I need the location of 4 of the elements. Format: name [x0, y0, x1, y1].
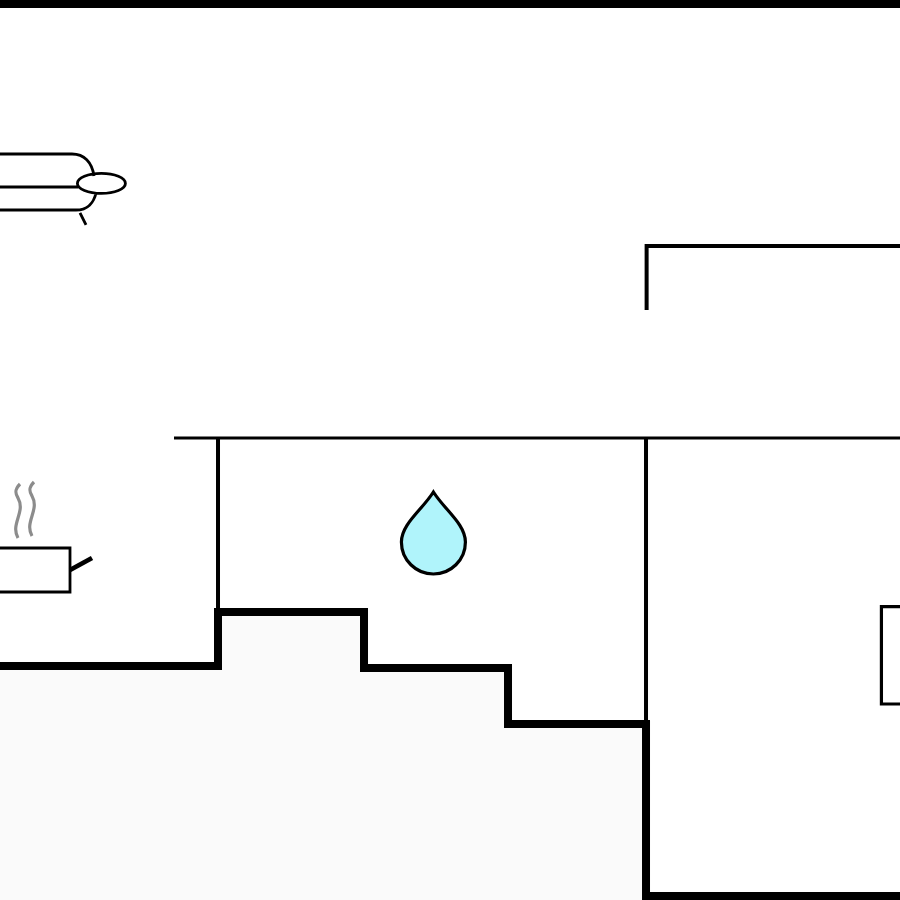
sofa-icon [0, 152, 127, 227]
water-drop-icon [399, 490, 467, 576]
cooking-pot-icon [0, 480, 94, 594]
rectangle-outline [879, 605, 900, 706]
